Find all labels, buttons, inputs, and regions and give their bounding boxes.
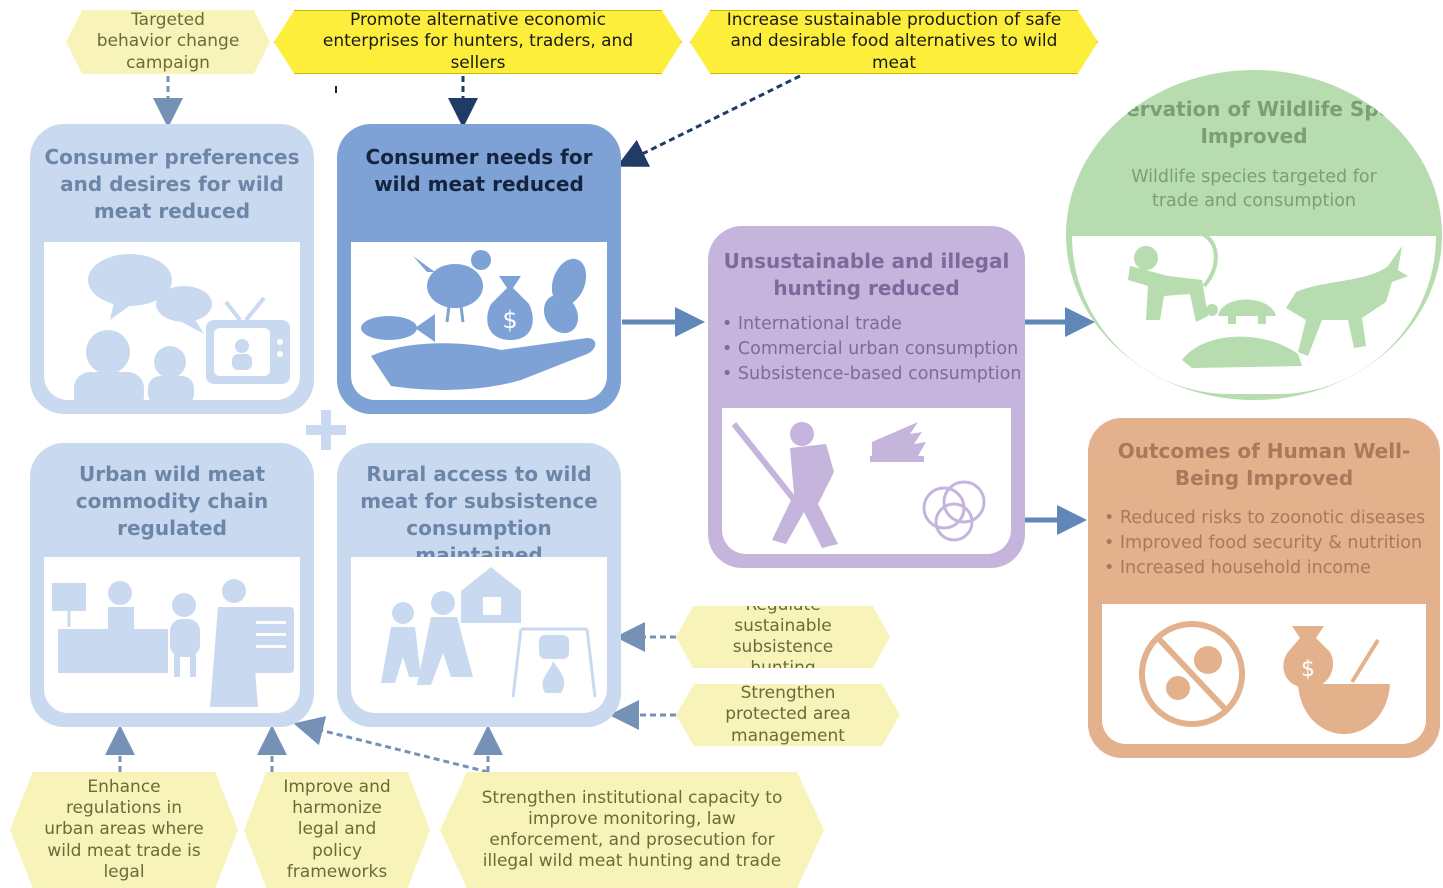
money-bag-icon: $	[487, 276, 533, 340]
box-rural-access-title: Rural access to wild meat for subsistenc…	[360, 462, 598, 567]
svg-text:$: $	[1301, 657, 1315, 682]
intervention-protected-area: Strengthen protected area management	[676, 684, 900, 746]
intervention-policy-frameworks: Improve and harmonize legal and policy f…	[244, 772, 430, 888]
beans-icon	[543, 258, 587, 334]
hunting-list: International trade Commercial urban con…	[722, 312, 1022, 387]
box-rural-access: Rural access to wild meat for subsistenc…	[337, 443, 621, 727]
barbed-wire-icon	[922, 480, 986, 542]
panel-consumer-preferences	[44, 242, 300, 412]
box-urban-chain-title: Urban wild meat commodity chain regulate…	[75, 462, 269, 540]
antelope-icon	[1286, 246, 1408, 356]
tortoise-icon	[1206, 299, 1276, 324]
conservation-title: Conservation of Wildlife Species Improve…	[1071, 97, 1437, 148]
person-clipboard-icon	[210, 579, 294, 707]
circle-conservation: Conservation of Wildlife Species Improve…	[1066, 70, 1442, 400]
box-urban-chain: Urban wild meat commodity chain regulate…	[30, 443, 314, 727]
intervention-institutional-capacity: Strengthen institutional capacity to imp…	[440, 772, 824, 888]
wellbeing-item: Reduced risks to zoonotic diseases	[1104, 506, 1425, 531]
speech-bubbles-icon	[88, 254, 212, 334]
panel-wellbeing: $	[1102, 604, 1426, 744]
chicken-icon	[413, 250, 491, 323]
intervention-subsistence-hunting: Regulate sustainable subsistence hunting	[676, 606, 890, 668]
box-wellbeing-title: Outcomes of Human Well-Being Improved	[1117, 439, 1411, 490]
no-virus-icon	[1139, 621, 1245, 727]
intervention-policy-text: Improve and harmonize legal and policy f…	[283, 776, 391, 882]
panel-urban-chain	[44, 557, 300, 713]
monkey-icon	[1128, 232, 1218, 322]
panel-rural-access	[351, 557, 607, 713]
cooking-fire-icon	[511, 627, 597, 698]
box-human-wellbeing: Outcomes of Human Well-Being Improved Re…	[1088, 418, 1440, 758]
plus-icon	[306, 410, 346, 450]
hunter-icon	[731, 422, 838, 548]
hunting-item: Subsistence-based consumption	[722, 362, 1022, 387]
box-consumer-needs: Consumer needs for wild meat reduced $	[337, 124, 621, 414]
hunting-item: International trade	[722, 312, 1021, 337]
intervention-food-alternatives-text: Increase sustainable production of safe …	[726, 10, 1062, 73]
box-consumer-preferences: Consumer preferences and desires for wil…	[30, 124, 314, 414]
pangolin-icon	[1182, 336, 1302, 368]
intervention-enterprises-text: Promote alternative economic enterprises…	[322, 10, 634, 73]
intervention-capacity-text: Strengthen institutional capacity to imp…	[481, 787, 783, 872]
box-unsustainable-hunting: Unsustainable and illegal hunting reduce…	[708, 226, 1025, 568]
hunting-item: Commercial urban consumption	[722, 337, 1021, 362]
intervention-subsistence-text: Regulate sustainable subsistence hunting	[732, 594, 834, 679]
intervention-protected-text: Strengthen protected area management	[725, 683, 851, 746]
panel-hunting	[722, 408, 1011, 554]
people-icon	[74, 330, 194, 412]
conservation-subtitle: Wildlife species targeted for trade and …	[1131, 167, 1377, 211]
intervention-urban-text: Enhance regulations in urban areas where…	[44, 776, 204, 882]
intervention-behavior-text: Targeted behavior change campaign	[96, 10, 240, 73]
market-stall-icon	[52, 581, 200, 677]
box-consumer-preferences-title: Consumer preferences and desires for wil…	[44, 145, 300, 223]
wellbeing-item: Improved food security & nutrition	[1104, 531, 1425, 556]
box-consumer-needs-title: Consumer needs for wild meat reduced	[365, 145, 593, 196]
children-icon	[381, 591, 473, 685]
money-bowl-icon: $	[1283, 626, 1390, 734]
box-hunting-title: Unsustainable and illegal hunting reduce…	[723, 249, 1010, 300]
house-icon	[461, 567, 521, 623]
trap-icon	[870, 422, 926, 462]
fish-icon	[361, 314, 435, 342]
hand-icon	[371, 338, 596, 390]
wellbeing-list: Reduced risks to zoonotic diseases Impro…	[1104, 506, 1425, 581]
wellbeing-item: Increased household income	[1104, 556, 1425, 581]
intervention-behavior-campaign: Targeted behavior change campaign	[66, 10, 270, 74]
intervention-enterprises: Promote alternative economic enterprises…	[274, 10, 682, 74]
panel-conservation	[1072, 232, 1436, 394]
tv-icon	[206, 296, 290, 384]
panel-consumer-needs: $	[351, 242, 607, 400]
intervention-urban-regulations: Enhance regulations in urban areas where…	[10, 772, 238, 888]
intervention-food-alternatives: Increase sustainable production of safe …	[690, 10, 1098, 74]
svg-text:$: $	[502, 306, 517, 334]
